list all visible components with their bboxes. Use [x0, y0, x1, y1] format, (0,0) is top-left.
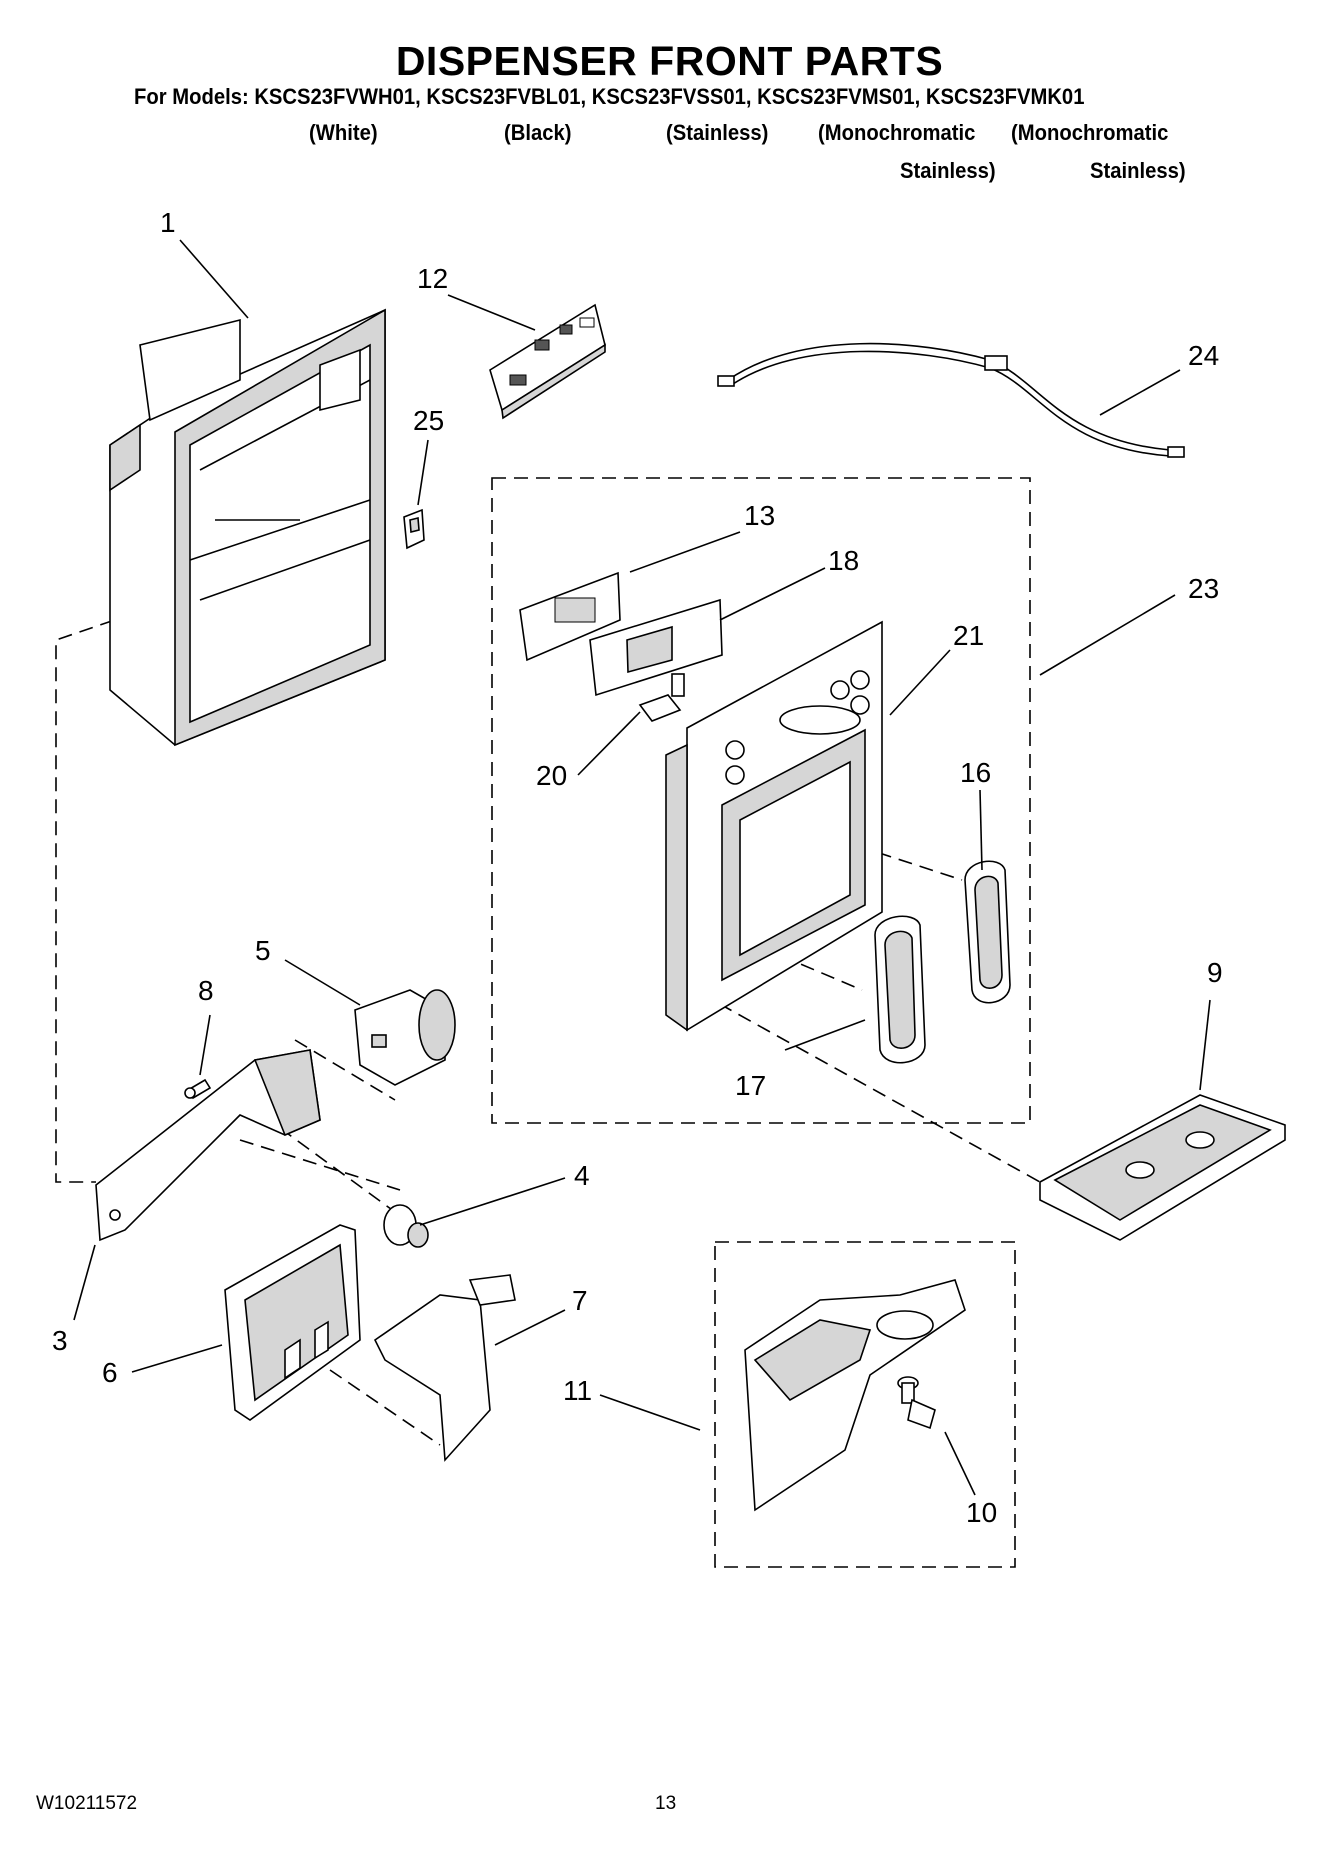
variant-stainless-close-1: Stainless) — [900, 158, 996, 183]
part-1-dispenser-housing — [109, 308, 386, 747]
leader-24 — [1099, 369, 1181, 416]
leader-6 — [131, 1344, 223, 1373]
leader-4 — [419, 1177, 566, 1226]
leader-23 — [1039, 594, 1176, 676]
callout-12: 12 — [417, 263, 448, 294]
leader-1 — [179, 239, 249, 319]
callout-10: 10 — [966, 1497, 997, 1528]
part-17-paddle — [874, 915, 926, 1064]
leader-13 — [629, 531, 741, 573]
leader-8 — [199, 1014, 211, 1076]
part-16-paddle — [964, 860, 1011, 1004]
assembly-23-box — [491, 477, 1031, 1124]
part-24-wire-harness — [717, 342, 1185, 458]
assembly-11-box — [714, 1241, 1016, 1568]
callout-8: 8 — [198, 975, 214, 1006]
callout-17: 17 — [735, 1070, 766, 1101]
alignment-line-6-7 — [279, 1127, 396, 1213]
leader-9 — [1199, 999, 1211, 1091]
part-4-actuator — [383, 1204, 429, 1248]
leader-18 — [719, 567, 826, 621]
callout-4: 4 — [574, 1160, 590, 1191]
callout-23: 23 — [1188, 573, 1219, 604]
part-7-lever — [373, 1274, 516, 1462]
callout-20: 20 — [536, 760, 567, 791]
callout-11: 11 — [563, 1375, 592, 1406]
variant-monochromatic-1: (Monochromatic — [818, 120, 976, 145]
part-25-clip — [403, 508, 425, 550]
leader-20 — [577, 711, 641, 776]
part-12-control-board — [489, 303, 606, 420]
callout-25: 25 — [413, 405, 444, 436]
part-3-bracket — [95, 1049, 321, 1242]
variant-white: (White) — [309, 120, 378, 145]
leader-12 — [447, 294, 536, 331]
part-6-cover — [224, 1224, 361, 1421]
callout-21: 21 — [953, 620, 984, 651]
variant-stainless-close-2: Stainless) — [1090, 158, 1186, 183]
callout-6: 6 — [102, 1357, 118, 1388]
callout-7: 7 — [572, 1285, 588, 1316]
alignment-line-6-7b — [329, 1369, 441, 1446]
callout-18: 18 — [828, 545, 859, 576]
part-11-chute — [744, 1279, 966, 1512]
part-20-switch — [638, 673, 685, 722]
callout-3: 3 — [52, 1325, 68, 1356]
alignment-line-3-4 — [239, 1139, 401, 1191]
alignment-line-1-3 — [55, 598, 177, 1183]
leader-25 — [417, 439, 429, 506]
part-10-fitting — [897, 1376, 936, 1430]
variant-stainless: (Stainless) — [666, 120, 769, 145]
leader-3 — [73, 1244, 96, 1321]
leader-21 — [889, 649, 951, 716]
part-18-gasket — [589, 598, 723, 697]
part-8-screw — [184, 1078, 212, 1100]
callout-5: 5 — [255, 935, 271, 966]
leader-10 — [944, 1431, 976, 1496]
leader-11 — [599, 1394, 701, 1431]
callout-24: 24 — [1188, 340, 1219, 371]
callout-16: 16 — [960, 757, 991, 788]
leader-5 — [284, 959, 361, 1006]
part-5-motor — [354, 989, 456, 1086]
variant-monochromatic-2: (Monochromatic — [1011, 120, 1169, 145]
alignment-line-3-5 — [294, 1039, 396, 1101]
models-line: For Models: KSCS23FVWH01, KSCS23FVBL01, … — [134, 84, 1085, 109]
leader-7 — [494, 1309, 566, 1346]
callout-9: 9 — [1207, 957, 1223, 988]
part-13-dispenser-board — [519, 571, 621, 662]
leader-16 — [979, 789, 983, 871]
callout-1: 1 — [160, 207, 176, 238]
callout-13: 13 — [744, 500, 775, 531]
part-9-drip-tray — [1039, 1094, 1286, 1241]
page-number: 13 — [655, 1793, 677, 1814]
part-21-dispenser-front — [665, 620, 883, 1032]
document-number: W10211572 — [36, 1793, 138, 1814]
variant-black: (Black) — [504, 120, 572, 145]
page-title: DISPENSER FRONT PARTS — [395, 38, 944, 84]
leader-17 — [784, 1019, 866, 1051]
